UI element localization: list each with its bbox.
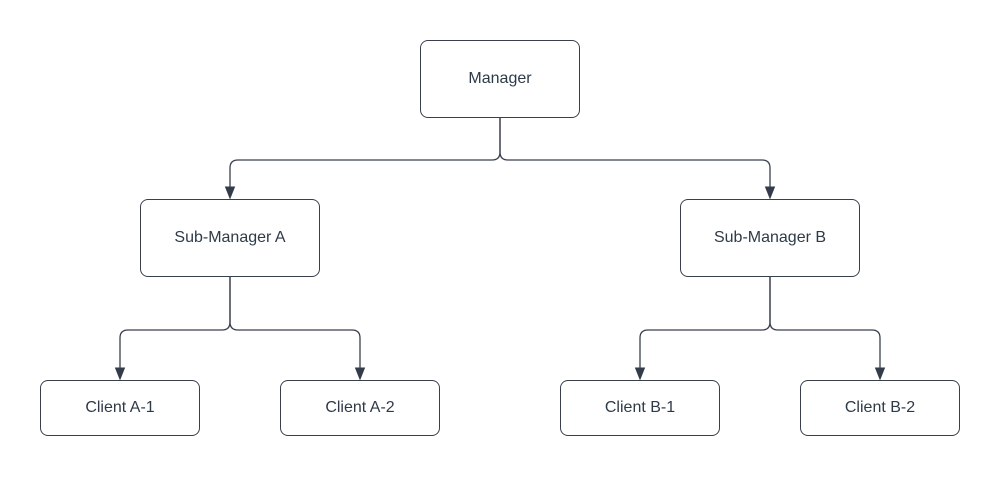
node-client-a1-label: Client A-1: [85, 399, 155, 417]
node-client-b2: Client B-2: [800, 380, 960, 436]
node-client-a1: Client A-1: [40, 380, 200, 436]
node-client-b1-label: Client B-1: [604, 399, 676, 417]
edge-sub-b-client-b2: [769, 277, 886, 381]
edge-sub-a-client-a1: [114, 277, 231, 381]
node-client-b2-label: Client B-2: [844, 399, 916, 417]
node-sub-manager-a-label: Sub-Manager A: [174, 229, 286, 247]
node-client-a2-label: Client A-2: [325, 399, 395, 417]
node-manager-label: Manager: [468, 70, 532, 88]
node-client-a2: Client A-2: [280, 380, 440, 436]
node-sub-manager-b: Sub-Manager B: [680, 199, 860, 277]
edge-sub-a-client-a2: [229, 277, 366, 381]
edge-manager-sub-a: [224, 118, 501, 200]
node-client-b1: Client B-1: [560, 380, 720, 436]
edge-sub-b-client-b1: [634, 277, 771, 381]
edge-manager-sub-b: [499, 118, 776, 200]
node-manager: Manager: [420, 40, 580, 118]
node-sub-manager-a: Sub-Manager A: [140, 199, 320, 277]
node-sub-manager-b-label: Sub-Manager B: [713, 229, 827, 247]
